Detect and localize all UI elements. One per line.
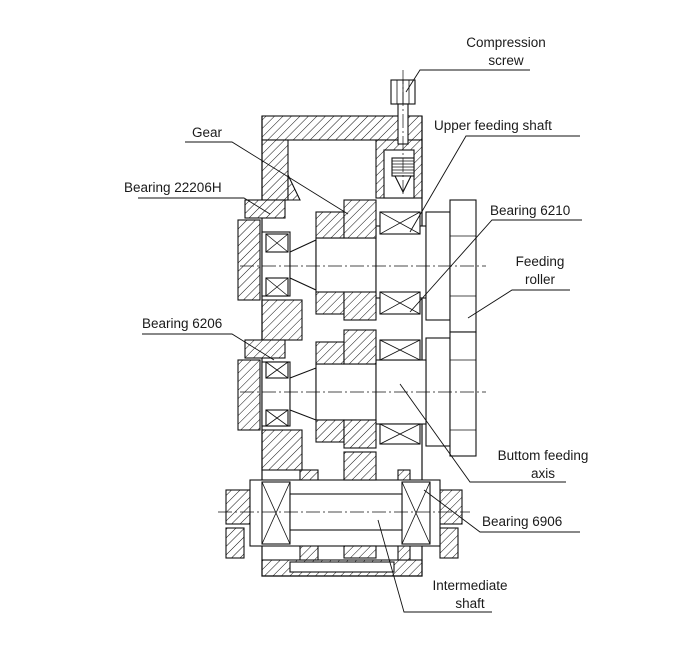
label-buttom-feeding-axis-line2: axis <box>531 466 555 481</box>
upper-shaft-assembly <box>237 199 427 321</box>
label-intermediate-shaft-line1: Intermediate <box>432 578 507 593</box>
feeding-rollers <box>425 199 477 457</box>
label-feeding-roller-line2: roller <box>525 272 556 287</box>
label-intermediate-shaft-line2: shaft <box>455 596 485 611</box>
labels: Compression screw Gear Upper feeding sha… <box>124 35 588 611</box>
intermediate-shaft-assembly <box>225 451 463 559</box>
label-bearing-22206h: Bearing 22206H <box>124 180 222 195</box>
label-bearing-6210: Bearing 6210 <box>490 203 570 218</box>
label-upper-feeding-shaft: Upper feeding shaft <box>434 118 552 133</box>
label-buttom-feeding-axis-line1: Buttom feeding <box>498 448 589 463</box>
label-compression-screw-line2: screw <box>488 53 524 68</box>
leader-lines <box>138 69 582 613</box>
label-gear: Gear <box>192 125 223 140</box>
label-feeding-roller-line1: Feeding <box>516 254 565 269</box>
label-bearing-6206: Bearing 6206 <box>142 316 222 331</box>
label-compression-screw-line1: Compression <box>466 35 546 50</box>
housing <box>261 115 423 577</box>
center-lines <box>218 70 486 513</box>
label-bearing-6906: Bearing 6906 <box>482 514 562 529</box>
